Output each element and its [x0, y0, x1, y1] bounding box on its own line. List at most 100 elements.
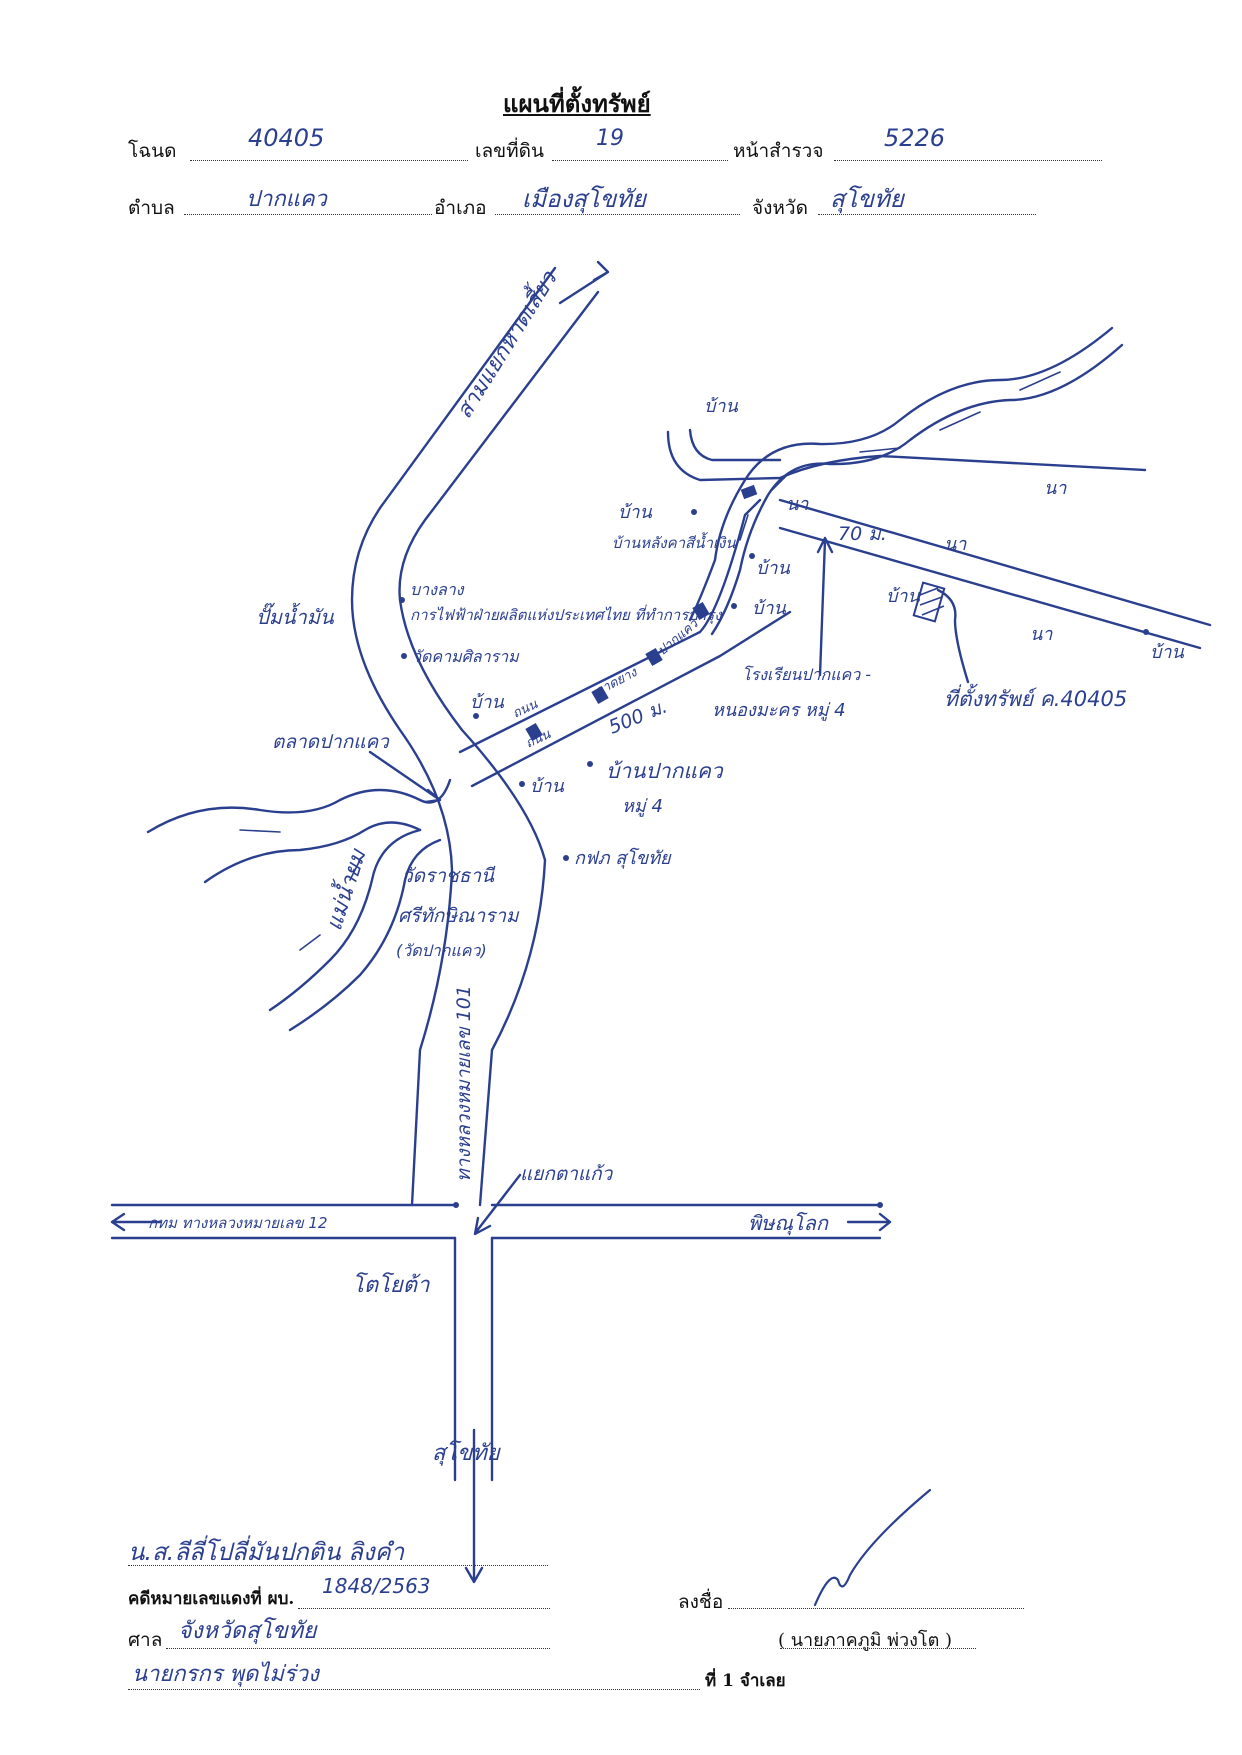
- survey-page-dotted-line: [834, 160, 1102, 161]
- property-arrow: [936, 588, 970, 684]
- sign-label: ลงชื่อ: [678, 1591, 724, 1613]
- case-dotted-line: [298, 1608, 550, 1609]
- arrow-west: [110, 1212, 162, 1232]
- case-label: คดีหมายเลขแดงที่ ผบ.: [128, 1589, 295, 1609]
- signer-dotted-line: [780, 1648, 976, 1649]
- label-post-office: กฟภ สุโขทัย: [574, 847, 672, 869]
- label-house-5: บ้าน: [752, 598, 787, 619]
- label-market: ตลาดปากแคว: [272, 731, 390, 753]
- label-property: ที่ตั้งทรัพย์ ค.40405: [944, 683, 1127, 711]
- label-highway-101: ทางหลวงหมายเลข 101: [453, 985, 475, 1182]
- river-flow: [739, 371, 1061, 541]
- yom-river-flow: [239, 829, 361, 951]
- label-highway-12: กทม ทางหลวงหมายเลข 12: [148, 1214, 328, 1232]
- survey-page-label: หน้าสำรวจ: [733, 140, 824, 162]
- label-toyota: โตโยต้า: [352, 1272, 430, 1298]
- district-label: อำเภอ: [434, 197, 487, 219]
- label-field-1: นา: [786, 494, 809, 515]
- district-dotted-line: [495, 214, 740, 215]
- subdistrict-dotted-line: [184, 214, 432, 215]
- label-house-4: บ้าน: [756, 558, 791, 579]
- label-river-yom: แม่น้ำยม: [317, 844, 372, 934]
- junction-arrow: [473, 1173, 522, 1236]
- defendant-suffix: ที่ 1 จำเลย: [705, 1671, 786, 1691]
- arrow-east: [846, 1212, 892, 1232]
- label-house-8: บ้าน: [1150, 642, 1185, 663]
- road-north-edge-left: [350, 266, 557, 1207]
- property-parcel: [912, 581, 946, 623]
- signer-name: ( นายภาคภูมิ พ่วงโต ): [778, 1630, 953, 1651]
- label-electricity-prefix: บางลาง: [410, 580, 465, 599]
- survey-page-value: 5226: [884, 124, 946, 152]
- court-value: จังหวัดสุโขทัย: [178, 1618, 317, 1644]
- label-house-1: บ้าน: [470, 692, 505, 713]
- land-no-label: เลขที่ดิน: [475, 140, 544, 162]
- bridge-1: [740, 484, 758, 500]
- label-distance-70: 70 ม.: [838, 523, 887, 545]
- province-value: สุโขทัย: [830, 185, 904, 213]
- page-title: แผนที่ตั้งทรัพย์: [503, 89, 651, 118]
- label-house-group: บ้านหลังคาสีน้ำเงิน: [612, 532, 736, 552]
- subdistrict-value: ปากแคว: [246, 187, 327, 212]
- local-road-a: [666, 430, 1147, 482]
- label-school-2: หนองมะคร หมู่ 4: [712, 700, 846, 721]
- label-distance-500: 500 ม.: [606, 695, 671, 738]
- creditor-dotted-line: [128, 1565, 548, 1566]
- label-school: โรงเรียนปากแคว -: [742, 665, 871, 684]
- signature: [813, 1488, 932, 1607]
- province-dotted-line: [818, 214, 1036, 215]
- label-road-north: สามแยกหาดเสี้ยว: [448, 263, 563, 423]
- arrow-north: [558, 260, 610, 305]
- river-bank-b: [710, 343, 1124, 636]
- sign-dotted-line: [728, 1608, 1024, 1609]
- label-electricity: การไฟฟ้าฝ่ายผลิตแห่งประเทศไทย ที่ทำการบำ…: [410, 604, 723, 624]
- label-house-7: บ้าน: [886, 586, 921, 607]
- bridge-5: [525, 722, 543, 742]
- province-label: จังหวัด: [752, 197, 808, 219]
- land-no-value: 19: [596, 126, 624, 151]
- creditor-value: น.ส.ลีลี่โปลี่มันปกติน ลิงคำ: [128, 1538, 405, 1566]
- case-value: 1848/2563: [322, 1574, 431, 1598]
- label-temple-main-3: (วัดปากแคว): [396, 941, 487, 960]
- deed-label: โฉนด: [128, 140, 177, 162]
- road-north-edge-right: [398, 290, 600, 1207]
- label-temple-main: วัดราชธานี: [402, 865, 496, 887]
- subdistrict-label: ตำบล: [128, 197, 175, 219]
- bridge-2: [692, 601, 710, 621]
- label-village-moo: หมู่ 4: [622, 796, 663, 817]
- court-dotted-line: [166, 1648, 550, 1649]
- yom-river-b: [203, 821, 422, 884]
- yom-river-d: [288, 838, 442, 1032]
- label-road-name: ลาดยาง: [593, 664, 641, 699]
- defendant-value: นายกรกร พุดไม่ร่วง: [132, 1662, 319, 1687]
- local-road-b: [688, 428, 782, 462]
- bridge-3: [645, 647, 663, 667]
- deed-dotted-line: [190, 160, 468, 161]
- defendant-dotted-line: [128, 1689, 700, 1690]
- label-pump-station: ปั๊มน้ำมัน: [256, 602, 335, 629]
- label-house-3: บ้าน: [618, 502, 653, 523]
- label-field-4: นา: [1044, 478, 1067, 499]
- district-value: เมืองสุโขทัย: [522, 185, 646, 213]
- label-sukhothai-south: สุโขทัย: [432, 1440, 502, 1466]
- place-dots: [399, 509, 1149, 1208]
- label-temple-main-2: ศรีทักษิณาราม: [398, 905, 520, 927]
- label-phitsanulok: พิษณุโลก: [748, 1211, 829, 1236]
- label-field-2: นา: [944, 534, 967, 555]
- label-field-3: นา: [1030, 624, 1053, 645]
- bridge-marks: [525, 484, 758, 742]
- label-village: บ้านปากแคว: [606, 759, 724, 783]
- yom-river-c: [268, 828, 422, 1012]
- label-house-6: บ้าน: [530, 776, 565, 797]
- deed-value: 40405: [248, 124, 325, 152]
- market-arrow: [368, 750, 442, 804]
- side-road-top: [458, 498, 762, 754]
- side-road-top-2: [778, 498, 1212, 627]
- label-temple-north: วัดคามศิลาราม: [412, 647, 520, 666]
- bridge-4: [591, 685, 609, 705]
- arrow-south: [464, 1428, 484, 1584]
- river-bank-a: [688, 326, 1114, 622]
- side-road-bottom-2: [778, 526, 1202, 650]
- school-arrow: [816, 536, 834, 677]
